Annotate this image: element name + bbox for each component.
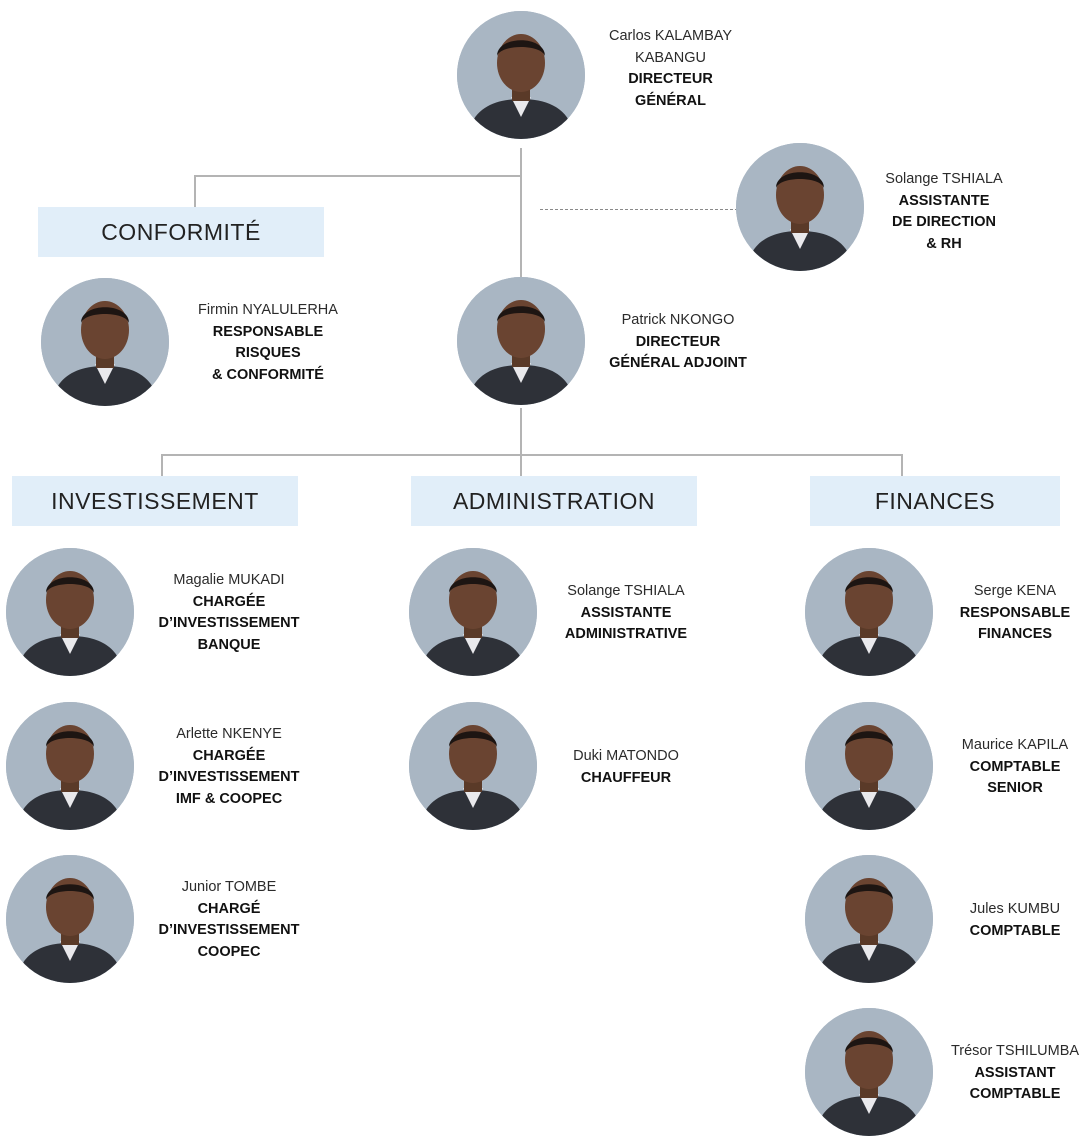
person-maurice-kapila: Maurice KAPILA COMPTABLE SENIOR bbox=[940, 735, 1090, 800]
person-role: CHARGÉE D’INVESTISSEMENT IMF & COOPEC bbox=[158, 747, 300, 807]
person-tresor-tshilumba: Trésor TSHILUMBA ASSISTANT COMPTABLE bbox=[940, 1041, 1090, 1106]
avatar-carlos-kalambay bbox=[457, 11, 585, 139]
person-name: Duki MATONDO bbox=[573, 748, 679, 764]
dept-administration: ADMINISTRATION bbox=[411, 476, 697, 526]
person-duki-matondo: Duki MATONDO CHAUFFEUR bbox=[545, 746, 707, 789]
person-name: Solange TSHIALA bbox=[885, 171, 1003, 187]
person-name: Patrick NKONGO bbox=[621, 312, 735, 328]
dotted-connector-line bbox=[540, 209, 738, 210]
avatar-patrick-nkongo bbox=[457, 277, 585, 405]
connector-line bbox=[520, 408, 522, 476]
avatar-junior-tombe bbox=[6, 855, 134, 983]
avatar-tresor-tshilumba bbox=[805, 1008, 933, 1136]
person-role: ASSISTANT COMPTABLE bbox=[969, 1064, 1061, 1103]
person-magalie-mukadi: Magalie MUKADI CHARGÉE D’INVESTISSEMENT … bbox=[143, 570, 315, 656]
person-role: COMPTABLE bbox=[969, 922, 1061, 939]
person-role: DIRECTEUR GÉNÉRAL bbox=[628, 71, 713, 109]
person-name: Serge KENA bbox=[973, 583, 1057, 599]
avatar-serge-kena bbox=[805, 548, 933, 676]
connector-line bbox=[520, 148, 522, 280]
person-role: RESPONSABLE FINANCES bbox=[959, 604, 1071, 643]
person-role: CHARGÉ D’INVESTISSEMENT COOPEC bbox=[158, 900, 300, 960]
avatar-duki-matondo bbox=[409, 702, 537, 830]
person-name: Trésor TSHILUMBA bbox=[950, 1043, 1080, 1059]
person-firmin-nyalulerha: Firmin NYALULERHA RESPONSABLE RISQUES & … bbox=[178, 300, 358, 386]
person-jules-kumbu: Jules KUMBU COMPTABLE bbox=[940, 899, 1090, 942]
avatar-magalie-mukadi bbox=[6, 548, 134, 676]
person-role: RESPONSABLE RISQUES & CONFORMITÉ bbox=[212, 323, 324, 383]
person-role: DIRECTEUR GÉNÉRAL ADJOINT bbox=[609, 333, 747, 372]
dept-conformite: CONFORMITÉ bbox=[38, 207, 324, 257]
person-name: Maurice KAPILA bbox=[961, 737, 1069, 753]
connector-line bbox=[161, 454, 903, 456]
connector-line bbox=[194, 175, 522, 177]
person-serge-kena: Serge KENA RESPONSABLE FINANCES bbox=[940, 581, 1090, 646]
person-name: Firmin NYALULERHA bbox=[198, 302, 338, 318]
connector-line bbox=[161, 454, 163, 476]
person-name: Jules KUMBU bbox=[969, 901, 1061, 917]
person-role: COMPTABLE SENIOR bbox=[969, 758, 1061, 797]
person-role: ASSISTANTE ADMINISTRATIVE bbox=[564, 604, 688, 643]
avatar-arlette-nkenye bbox=[6, 702, 134, 830]
person-role: CHAUFFEUR bbox=[580, 769, 672, 786]
person-arlette-nkenye: Arlette NKENYE CHARGÉE D’INVESTISSEMENT … bbox=[143, 724, 315, 810]
avatar-solange-tshiala-direction bbox=[736, 143, 864, 271]
person-carlos-kalambay: Carlos KALAMBAY KABANGU DIRECTEUR GÉNÉRA… bbox=[588, 26, 753, 112]
person-solange-tshiala-admin: Solange TSHIALA ASSISTANTE ADMINISTRATIV… bbox=[545, 581, 707, 646]
person-name: Junior TOMBE bbox=[181, 879, 277, 895]
person-name: Carlos KALAMBAY KABANGU bbox=[608, 28, 733, 66]
avatar-jules-kumbu bbox=[805, 855, 933, 983]
avatar-maurice-kapila bbox=[805, 702, 933, 830]
person-junior-tombe: Junior TOMBE CHARGÉ D’INVESTISSEMENT COO… bbox=[143, 877, 315, 963]
dept-investissement: INVESTISSEMENT bbox=[12, 476, 298, 526]
person-role: ASSISTANTE DE DIRECTION & RH bbox=[892, 192, 996, 252]
avatar-firmin-nyalulerha bbox=[41, 278, 169, 406]
person-patrick-nkongo: Patrick NKONGO DIRECTEUR GÉNÉRAL ADJOINT bbox=[588, 310, 768, 375]
connector-line bbox=[901, 454, 903, 476]
person-role: CHARGÉE D’INVESTISSEMENT BANQUE bbox=[158, 593, 300, 653]
person-name: Magalie MUKADI bbox=[173, 572, 285, 588]
person-name: Solange TSHIALA bbox=[567, 583, 685, 599]
connector-line bbox=[194, 175, 196, 207]
dept-finances: FINANCES bbox=[810, 476, 1060, 526]
avatar-solange-tshiala-admin bbox=[409, 548, 537, 676]
person-name: Arlette NKENYE bbox=[176, 726, 282, 742]
person-solange-tshiala-direction: Solange TSHIALA ASSISTANTE DE DIRECTION … bbox=[870, 169, 1018, 255]
